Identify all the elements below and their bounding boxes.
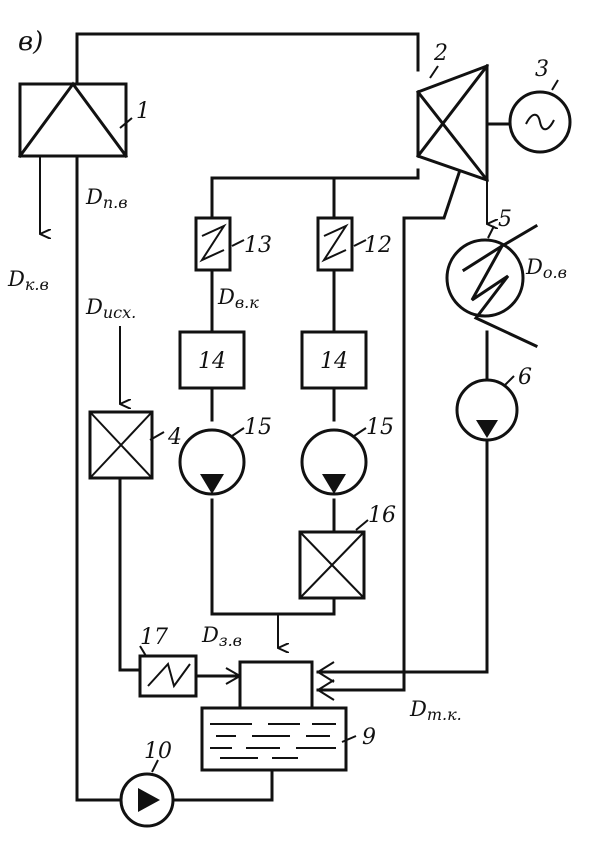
- label-unit-4-number: 4: [167, 425, 182, 450]
- label-pump-15-left: 15: [244, 415, 272, 440]
- label-tank-number: 9: [362, 725, 376, 750]
- figure-letter: в): [18, 27, 43, 57]
- deaerator-tank: [200, 706, 357, 772]
- label-turbine-number: 2: [433, 41, 448, 66]
- label-heater-17-number: 17: [140, 625, 168, 650]
- label-feed-pump-number: 10: [144, 739, 172, 764]
- inlet-arrow-turbine-condensate: [316, 679, 335, 701]
- pipelines: [39, 32, 487, 802]
- unit-14-right: [300, 330, 368, 390]
- unit-14-left: [178, 330, 246, 390]
- flow-label-makeup-water: Dз.в: [201, 623, 242, 650]
- unit-16: [298, 519, 369, 600]
- inlet-arrow-condensate: [316, 661, 335, 683]
- leader-13: [231, 239, 245, 247]
- heater-17: [138, 645, 198, 698]
- label-heater-12-number: 12: [364, 233, 392, 258]
- flow-label-feedwater: Dп.в: [85, 185, 128, 212]
- label-unit-16-number: 16: [368, 503, 396, 528]
- label-unit-14-right: 14: [320, 349, 348, 374]
- flow-label-boiler-blowdown: Dк.в: [7, 267, 49, 294]
- leader-12: [353, 239, 367, 247]
- turbine: [415, 63, 490, 183]
- unit-4: [88, 410, 165, 480]
- condensate-pump: [455, 375, 519, 442]
- flow-label-source-water: Dисх.: [85, 295, 136, 322]
- flow-label-turbine-condensate: Dт.к.: [409, 697, 462, 724]
- flow-label-circulating-water: Dо.в: [525, 255, 567, 282]
- pump-15-right: [300, 427, 368, 496]
- boiler: [17, 81, 133, 159]
- label-condenser-number: 5: [498, 207, 512, 232]
- label-condensate-pump-number: 6: [518, 365, 532, 390]
- label-unit-14-left: 14: [198, 349, 226, 374]
- condenser: [445, 223, 539, 348]
- flow-label-return-condensate: Dв.к: [217, 285, 259, 312]
- label-heater-13-number: 13: [244, 233, 272, 258]
- feed-pump: [119, 759, 175, 828]
- heater-13: [194, 216, 232, 272]
- pump-15-left: [178, 427, 246, 496]
- label-pump-15-right: 15: [366, 415, 394, 440]
- deaerator-head: [238, 660, 314, 710]
- label-generator-number: 3: [535, 57, 549, 82]
- label-boiler-number: 1: [136, 99, 150, 124]
- heater-12: [316, 216, 354, 272]
- generator: [508, 79, 572, 154]
